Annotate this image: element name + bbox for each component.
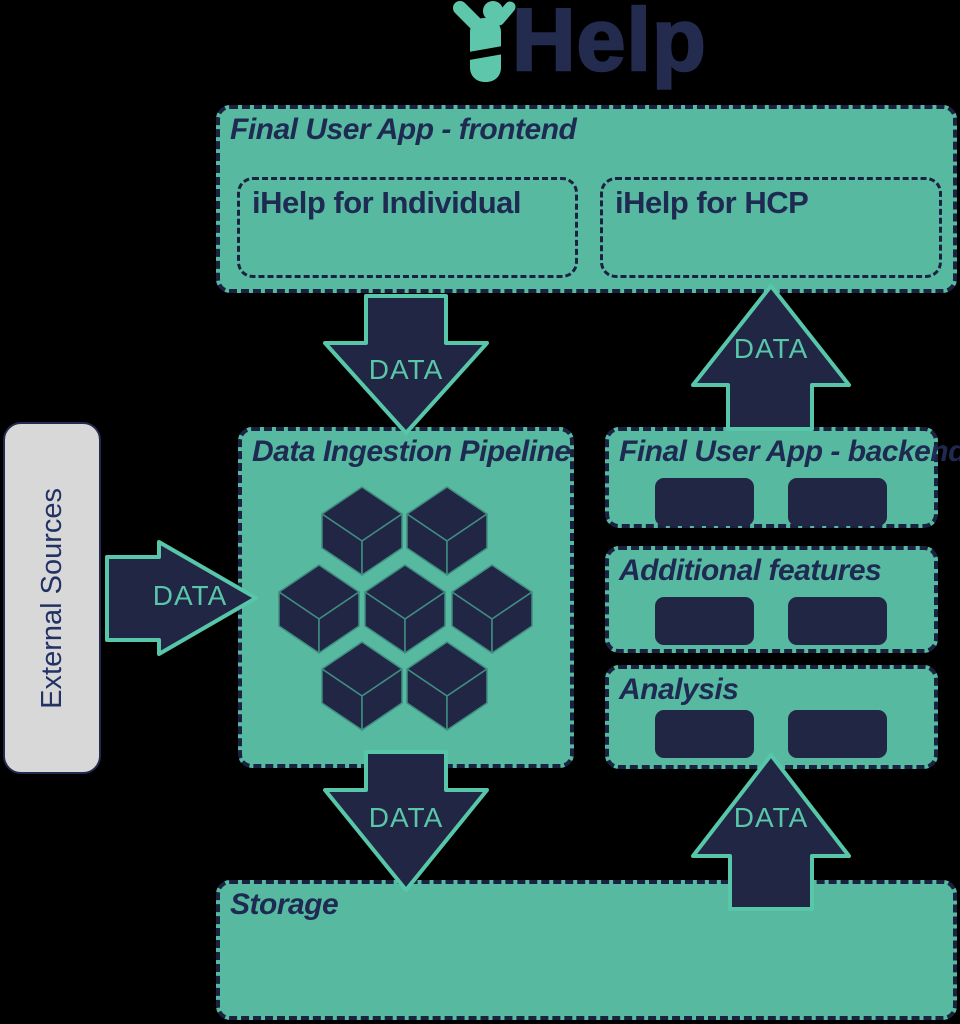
- module-block: [655, 597, 754, 645]
- external-sources-label: External Sources: [35, 487, 68, 709]
- ihelp-individual-box: iHelp for Individual: [237, 177, 578, 278]
- backend-title: Final User App - backend: [619, 435, 960, 468]
- frontend-title: Final User App - frontend: [230, 113, 577, 146]
- analysis-title: Analysis: [619, 673, 739, 706]
- arrow-label: DATA: [734, 802, 809, 833]
- arrow-backend-to-frontend-icon: DATA: [691, 284, 851, 431]
- additional-features-box: Additional features: [605, 546, 938, 653]
- arrow-label: DATA: [369, 354, 444, 385]
- module-block: [788, 597, 887, 645]
- arrow-pipeline-to-storage-icon: DATA: [323, 750, 489, 892]
- arrow-frontend-to-pipeline-icon: DATA: [323, 294, 489, 435]
- ihelp-hcp-box: iHelp for HCP: [600, 177, 942, 278]
- ihelp-hcp-label: iHelp for HCP: [615, 185, 809, 220]
- cube-cluster-icon: [278, 486, 533, 731]
- module-block: [788, 710, 887, 758]
- external-sources-box: External Sources: [3, 422, 101, 774]
- module-block: [655, 710, 754, 758]
- ihelp-individual-label: iHelp for Individual: [252, 185, 522, 220]
- arrow-external-to-pipeline-icon: DATA: [105, 540, 258, 656]
- arrow-label: DATA: [734, 333, 809, 364]
- arrow-label: DATA: [153, 580, 228, 611]
- brand-name: Help: [511, 0, 707, 89]
- additional-features-title: Additional features: [619, 554, 882, 587]
- storage-title: Storage: [230, 888, 339, 921]
- module-block: [655, 478, 754, 526]
- pipeline-title: Data Ingestion Pipeline: [252, 435, 571, 468]
- arrow-label: DATA: [369, 802, 444, 833]
- analysis-box: Analysis: [605, 665, 938, 769]
- module-block: [788, 478, 887, 526]
- person-icon: [453, 1, 516, 82]
- pipeline-box: Data Ingestion Pipeline: [238, 427, 574, 768]
- storage-box: Storage: [216, 880, 957, 1020]
- frontend-box: Final User App - frontend iHelp for Indi…: [216, 105, 957, 293]
- backend-box: Final User App - backend: [605, 427, 960, 528]
